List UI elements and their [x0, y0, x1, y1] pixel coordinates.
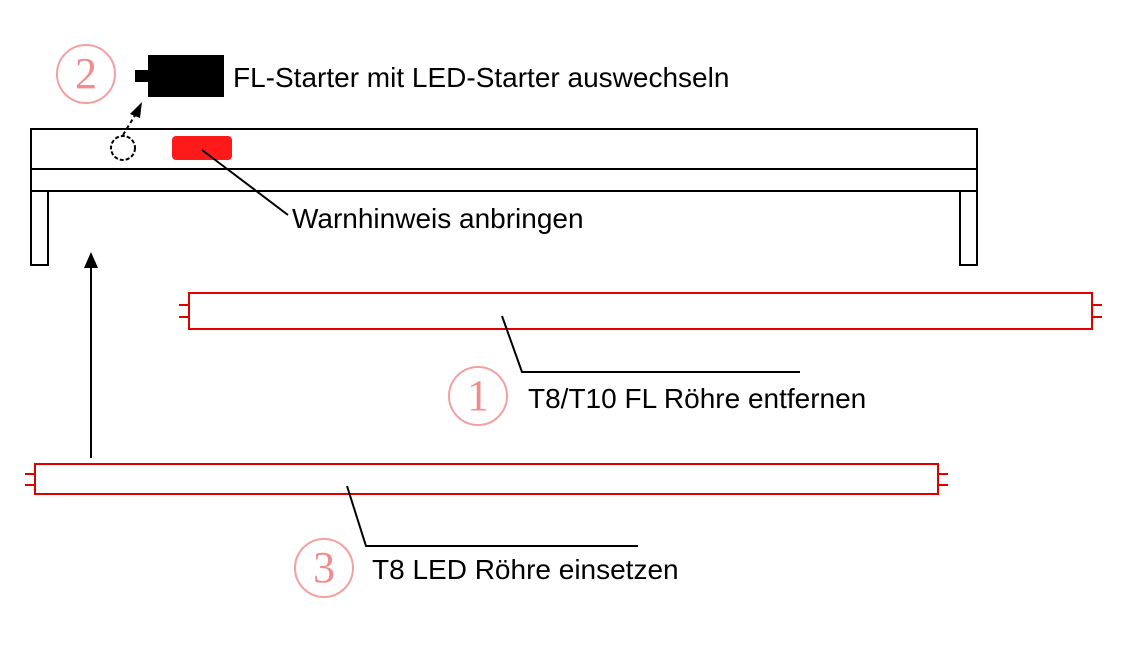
starter-socket	[110, 135, 136, 161]
step3-leader-line	[346, 485, 638, 547]
step3-number: 3	[313, 543, 335, 592]
step1-leader-line	[501, 315, 800, 373]
step2-label: FL-Starter mit LED-Starter auswechseln	[233, 62, 730, 93]
step1-label: T8/T10 FL Röhre entfernen	[528, 383, 867, 414]
step3-ring	[294, 538, 354, 598]
led-tube	[25, 463, 948, 495]
fixture-housing	[30, 128, 978, 266]
step2-ring	[56, 44, 116, 104]
starter-arrow-head	[130, 102, 142, 118]
warning-leader-line	[201, 149, 289, 216]
step1-number: 1	[467, 371, 489, 420]
step1-ring	[448, 366, 508, 426]
fl-tube	[179, 292, 1102, 330]
step2-number: 2	[75, 49, 97, 98]
insert-arrow-head	[84, 252, 98, 268]
led-starter	[135, 55, 224, 97]
warning-sticker	[172, 136, 232, 160]
warning-label: Warnhinweis anbringen	[292, 203, 584, 234]
fixture-leg-right	[959, 190, 978, 266]
fixture-leg-left	[30, 190, 49, 266]
step3-label: T8 LED Röhre einsetzen	[372, 554, 679, 585]
